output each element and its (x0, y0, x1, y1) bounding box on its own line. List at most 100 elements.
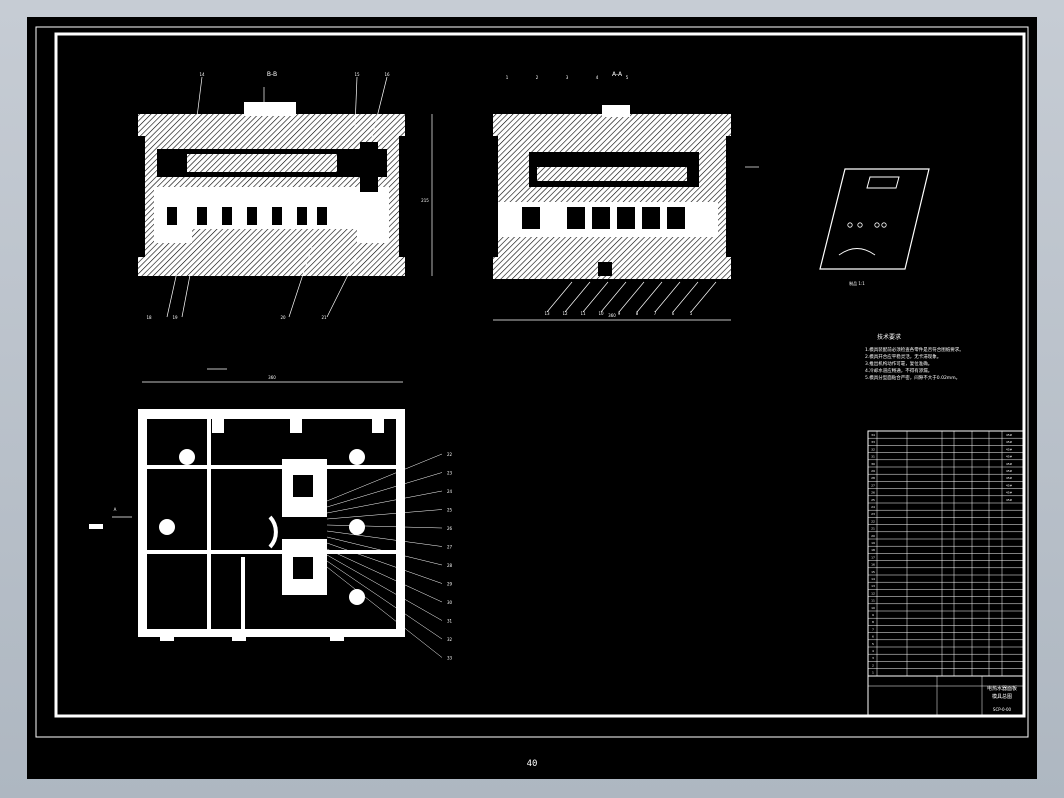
plan-part-number: 30 (447, 600, 453, 605)
plan-leader-line (326, 524, 443, 529)
bb-leader-line (166, 271, 178, 318)
parts-list-index: 29 (871, 469, 875, 473)
parts-list-index: 6 (872, 635, 874, 639)
parts-list-index: 28 (871, 476, 875, 480)
aa-leader-line (582, 281, 609, 313)
aa-ejector-slot (642, 207, 660, 229)
bb-top-clamp-plate (138, 114, 405, 136)
plan-part-number: 33 (447, 656, 453, 661)
bb-leader-line (288, 246, 313, 318)
plan-part-number: 26 (447, 526, 453, 531)
bb-ejector-pin-slot (167, 207, 177, 225)
parts-list-index: 12 (871, 591, 875, 595)
parts-list-index: 20 (871, 534, 875, 538)
parts-list-index: 8 (872, 620, 874, 624)
bb-ejector-pin-slot (222, 207, 232, 225)
plan-cooling-channel (241, 557, 245, 632)
bb-sprue-bushing (244, 102, 296, 116)
aa-part-number: 2 (536, 75, 539, 80)
parts-list-index: 18 (871, 548, 875, 552)
plan-leader-line (326, 536, 443, 566)
plan-guide-pillar (349, 449, 365, 465)
aa-width-dim-text: 360 (608, 313, 616, 318)
title-block-drawing-no: SCP-0-00 (993, 707, 1012, 712)
plan-guide-pillar (179, 449, 195, 465)
plan-part-number: 23 (447, 471, 453, 476)
parts-list-index: 22 (871, 519, 875, 523)
aa-leader-line (636, 281, 663, 313)
product-caption: 制品 1:1 (849, 280, 865, 286)
bottom-label: 40 (526, 759, 538, 769)
plan-guide-pillar (159, 519, 175, 535)
aa-part-number: 13 (544, 311, 550, 316)
parts-list-material: 45# (1006, 433, 1013, 437)
plan-part-number: 32 (447, 637, 453, 642)
parts-list-index: 11 (871, 599, 875, 603)
aa-part-number: 11 (580, 311, 586, 316)
plan-leader-line (326, 554, 443, 621)
parts-list-index: 27 (871, 483, 875, 487)
title-block-sub: 模具总图 (992, 693, 1012, 700)
plan-cavity-lower-core (293, 557, 313, 579)
bb-guide-hole (360, 142, 378, 192)
parts-list-index: 26 (871, 491, 875, 495)
plan-cooling-channel (207, 419, 211, 629)
aa-return-pin-hole (598, 262, 612, 276)
bb-ejector-pin-slot (247, 207, 257, 225)
bb-leader-line (371, 76, 388, 138)
parts-list-index: 9 (872, 613, 874, 617)
plan-part-number: 24 (447, 489, 453, 494)
plan-bottom-clamp (160, 629, 174, 641)
parts-list-index: 19 (871, 541, 875, 545)
aa-part-number: 12 (562, 311, 568, 316)
parts-list-material: 45# (1006, 491, 1013, 495)
bb-height-dim-text: 215 (421, 198, 429, 203)
aa-leader-line (690, 281, 717, 313)
plan-leader-line (326, 509, 443, 520)
aa-part-number: 6 (672, 311, 675, 316)
plan-part-number: 31 (447, 619, 453, 624)
parts-list-index: 3 (872, 656, 874, 660)
parts-list-table (867, 430, 1025, 717)
plan-leader-line (326, 560, 443, 640)
bb-part-number: 19 (172, 315, 178, 320)
aa-part-number: 5 (690, 311, 693, 316)
plan-leader-line (326, 472, 443, 508)
bb-part-number: 14 (199, 72, 205, 77)
aa-leader-line (654, 281, 681, 313)
plan-top-clamp (372, 415, 384, 433)
tech-req-heading: 技术要求 (877, 333, 901, 341)
aa-ejector-slot (592, 207, 610, 229)
tech-req-item: 5.模具分型面贴合严密，间隙不大于0.02mm。 (865, 374, 960, 381)
bb-ejector-pin-slot (272, 207, 282, 225)
parts-list-index: 5 (872, 642, 874, 646)
product-button-circle (857, 222, 863, 228)
plan-runner-arc (268, 515, 278, 549)
aa-leader-line (546, 281, 573, 313)
bb-leader-line (196, 76, 203, 118)
plan-section-arrow (89, 524, 103, 529)
aa-part-number: 9 (618, 311, 621, 316)
parts-list-index: 32 (871, 447, 875, 451)
bb-bottom-clamp-plate (138, 257, 405, 276)
section-bb-title: B-B (267, 71, 277, 78)
parts-list-index: 13 (871, 584, 875, 588)
parts-list-index: 23 (871, 512, 875, 516)
parts-list-index: 7 (872, 627, 874, 631)
aa-ejector-slot (522, 207, 540, 229)
plan-leader-line (326, 530, 443, 547)
aa-top-clamp-plate (493, 114, 731, 136)
parts-list-index: 33 (871, 440, 875, 444)
product-panel-outline (819, 168, 930, 270)
parts-list-material: 45# (1006, 469, 1013, 473)
parts-list-index: 21 (871, 527, 875, 531)
product-knob-arc (838, 248, 876, 256)
tech-req-item: 2.模具开合应平稳灵活，无卡滞现象。 (865, 353, 941, 360)
plan-section-letter: A (114, 507, 117, 512)
bb-ejector-pin-slot (317, 207, 327, 225)
section-aa-title: A-A (612, 71, 623, 78)
aa-ejector-slot (617, 207, 635, 229)
